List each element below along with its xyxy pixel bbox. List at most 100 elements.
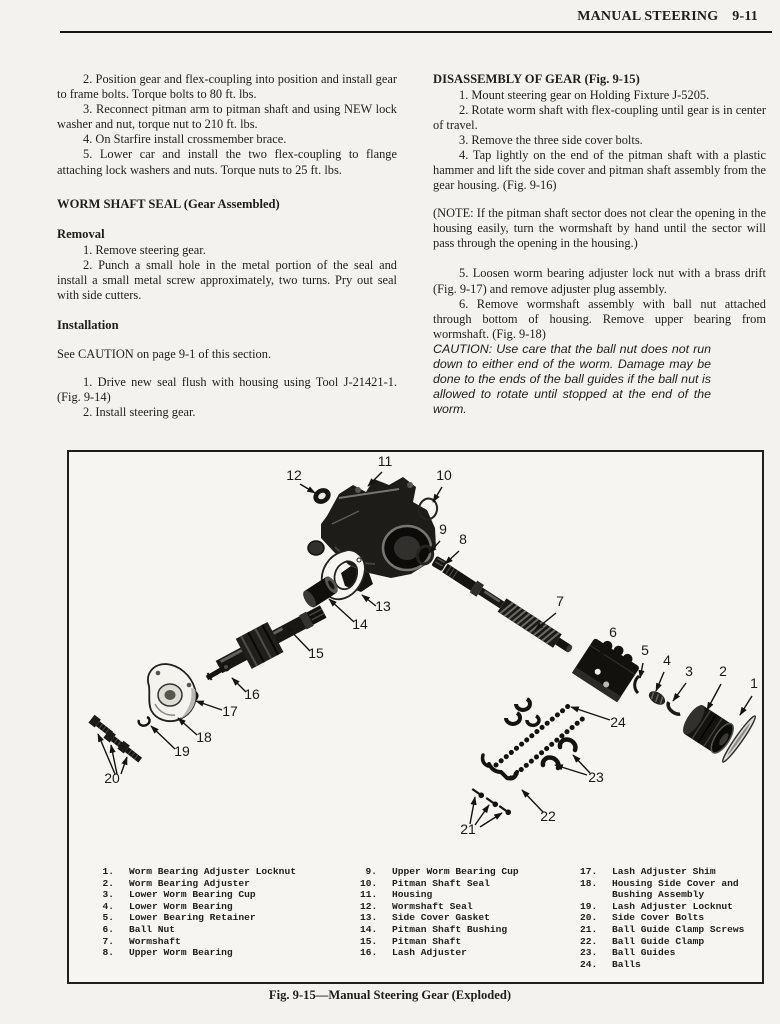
legend-item-label: Side Cover Bolts	[612, 912, 705, 924]
callout-arrow	[361, 594, 377, 607]
callout-number: 22	[540, 808, 556, 824]
callout-arrow	[672, 682, 687, 702]
callout-arrow	[474, 804, 490, 826]
legend-item-number: 2.	[102, 877, 114, 889]
ball-guide-clamp-part	[487, 762, 519, 781]
legend-item: 13.Side Cover Gasket	[360, 912, 519, 924]
callout-number: 9	[439, 521, 447, 537]
callout-arrow	[109, 744, 118, 775]
legend-item: 10.Pitman Shaft Seal	[360, 878, 519, 890]
callout-number: 19	[174, 743, 190, 759]
subsection-heading: Removal	[57, 227, 105, 242]
callout-number: 13	[375, 598, 391, 614]
legend-item: 5.Lower Bearing Retainer	[97, 912, 296, 924]
callout-number: 7	[556, 593, 564, 609]
legend-item-label: Lower Worm Bearing	[129, 900, 233, 912]
pitman-shaft-part	[215, 605, 327, 674]
callout-number: 16	[244, 686, 260, 702]
paragraph: 2. Position gear and flex-coupling into …	[57, 72, 397, 102]
callout-arrow	[367, 471, 383, 487]
lower-worm-bearing-part	[648, 691, 666, 705]
legend-item-label: Upper Worm Bearing Cup	[392, 866, 519, 877]
callout-arrow	[328, 598, 355, 623]
legend-item-label: Housing Side Cover and Bushing Assembly	[612, 877, 739, 901]
legend-item: 1.Worm Bearing Adjuster Locknut	[97, 866, 296, 878]
clamp-screw-part	[498, 805, 512, 816]
side-cover-part	[147, 663, 197, 723]
callout-arrow	[469, 796, 477, 825]
callout-arrow	[428, 540, 441, 554]
callout-number: 14	[352, 616, 368, 632]
legend-item-number: 17.	[580, 866, 598, 877]
callout-arrow	[195, 700, 223, 711]
legend-item-label: Wormshaft	[129, 935, 181, 947]
header-page-number: 9-11	[732, 9, 758, 24]
legend-item: 4.Lower Worm Bearing	[97, 901, 296, 913]
legend-item-label: Lash Adjuster Shim	[612, 866, 716, 877]
callout-arrow	[554, 764, 588, 776]
callout-number: 21	[460, 821, 476, 837]
legend-item-label: Worm Bearing Adjuster	[129, 877, 250, 889]
clamp-screw-part	[471, 788, 485, 799]
paragraph: See CAUTION on page 9-1 of this section.	[57, 346, 272, 361]
caution-note: CAUTION: Use care that the ball nut does…	[433, 341, 711, 417]
legend-item-label: Lash Adjuster	[392, 947, 467, 959]
callout-arrow	[285, 625, 311, 652]
callout-number: 23	[588, 769, 604, 785]
callout-arrow	[432, 486, 443, 503]
callout-arrow	[177, 717, 198, 736]
legend-item: 21.Ball Guide Clamp Screws	[580, 924, 752, 936]
ball-guide-part	[525, 714, 541, 728]
legend-item-number: 7.	[102, 935, 114, 947]
callout-number: 18	[196, 729, 212, 745]
legend-item: 7. Wormshaft	[97, 936, 296, 948]
callout-arrow	[706, 683, 722, 711]
lower-bearing-retainer-part	[633, 674, 641, 695]
callout-arrow	[534, 612, 557, 631]
header-title: MANUAL STEERING	[577, 9, 719, 24]
legend-item: 22.Ball Guide Clamp	[580, 936, 752, 948]
legend-item-number: 12.	[360, 900, 378, 912]
upper-bearing-cup-part	[415, 544, 435, 566]
callout-arrow	[299, 483, 316, 494]
section-heading: DISASSEMBLY OF GEAR (Fig. 9-15)	[433, 72, 640, 86]
legend-item-label: Pitman Shaft Seal	[392, 877, 490, 889]
ball-guide-clamp-part	[480, 753, 490, 768]
legend-item-number: 9.	[365, 866, 377, 877]
legend-item-label: Side Cover Gasket	[392, 912, 490, 924]
legend-item: 15.Pitman Shaft	[360, 936, 519, 948]
figure-caption: Fig. 9-15—Manual Steering Gear (Exploded…	[268, 988, 512, 1002]
paragraph: 2. Rotate worm shaft with flex-coupling …	[433, 102, 766, 132]
legend-item: 8.Upper Worm Bearing	[97, 947, 296, 959]
legend-item: 20.Side Cover Bolts	[580, 912, 752, 924]
paragraph: 1. Drive new seal flush with housing usi…	[57, 374, 397, 404]
callout-arrow	[521, 789, 544, 813]
side-cover-bolt-part	[117, 740, 143, 763]
legend-item-number: 23.	[580, 947, 598, 959]
legend-item-label: Pitman Shaft Bushing	[392, 923, 508, 935]
ball-nut-part	[571, 638, 639, 703]
paragraph: 4. On Starfire install crossmember brace…	[83, 132, 287, 147]
legend-item: 23. Ball Guides	[580, 947, 752, 959]
callout-number: 8	[459, 531, 467, 547]
legend-item-number: 8.	[102, 947, 114, 959]
legend-item-label: Ball Guides	[612, 947, 676, 959]
legend-item-label: Lash Adjuster Locknut	[612, 900, 733, 912]
legend-item-label: Worm Bearing Adjuster Locknut	[129, 866, 296, 877]
callout-number: 5	[641, 642, 649, 658]
paragraph: 3. Reconnect pitman arm to pitman shaft …	[57, 102, 397, 132]
callout-number: 11	[378, 453, 393, 469]
legend-item: 14.Pitman Shaft Bushing	[360, 924, 519, 936]
ball-guide-part	[540, 755, 561, 771]
legend-item-label: Ball Guide Clamp Screws	[612, 923, 745, 935]
legend-item-number: 15.	[360, 935, 378, 947]
paragraph: 1. Remove steering gear.	[83, 242, 206, 257]
callout-arrow	[597, 643, 611, 658]
callout-number: 1	[750, 675, 758, 691]
header-rule	[60, 31, 772, 33]
callout-number: 4	[663, 652, 671, 668]
